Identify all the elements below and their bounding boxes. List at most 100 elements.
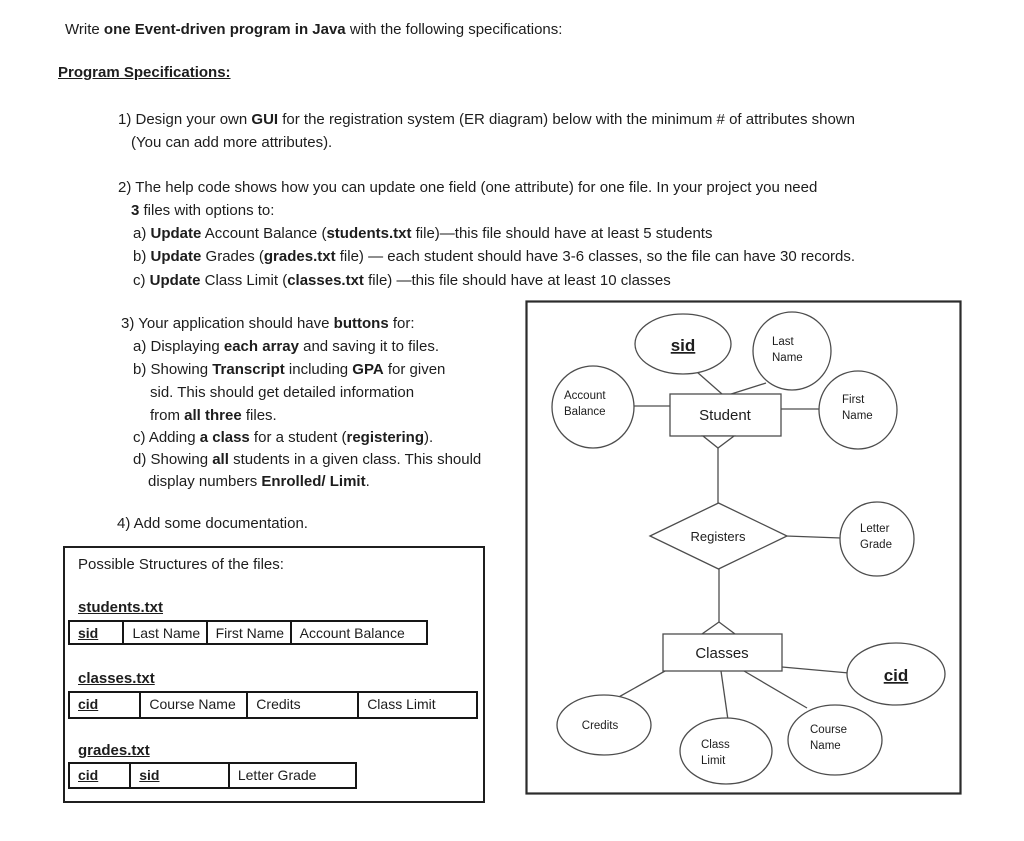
text-segment: b) Showing <box>133 361 213 378</box>
er-entity-classes-label: Classes <box>695 645 748 662</box>
text-segment: file) —this file should have at least 10… <box>363 272 671 289</box>
text-segment: buttons <box>333 315 389 332</box>
edge-lastname-student <box>727 382 767 396</box>
text-segment: including <box>284 361 353 378</box>
edge-classes-classlimit <box>720 670 729 721</box>
er-attr-course-name-label-line1: Course <box>810 724 847 736</box>
text-segment: Grades ( <box>201 248 264 265</box>
edge-registers-lettergrade <box>785 535 842 539</box>
text-segment: (You can add more attributes). <box>131 134 333 151</box>
edge-sid-student <box>696 371 723 395</box>
er-entity-student-label: Student <box>699 407 752 424</box>
er-attr-course-name-label-line2: Name <box>810 740 841 752</box>
text-segment: Program Specifications: <box>58 64 231 81</box>
classes-col-cid: cid <box>70 693 142 717</box>
er-attr-last-name-label-line2: Name <box>772 352 803 364</box>
text-segment: 3 <box>131 202 140 219</box>
er-attr-first-name-circle <box>818 370 898 450</box>
text-segment: file)—this file should have at least 5 s… <box>411 225 713 242</box>
text-segment: c) <box>133 272 150 289</box>
text-segment: each array <box>223 338 299 355</box>
er-attr-last-name-label-line1: Last <box>772 336 795 348</box>
text-segment: . <box>365 473 370 490</box>
students-col-last-name: Last Name <box>124 622 208 643</box>
text-segment: Write <box>65 21 104 38</box>
text-segment: 1) Design your own <box>118 111 252 128</box>
er-attr-first-name-label-line2: Name <box>842 410 873 422</box>
er-relationship-registers-label: Registers <box>691 529 746 544</box>
text-segment: Enrolled/ Limit <box>261 473 366 490</box>
grades-file-table: cid sid Letter Grade <box>68 762 357 789</box>
er-attr-account-balance-label-line1: Account <box>564 390 606 402</box>
text-segment: Transcript <box>212 361 285 378</box>
er-attr-cid-label: cid <box>884 666 909 685</box>
spec-item-3a: a) Displaying each array and saving it t… <box>133 337 439 357</box>
er-attr-class-limit-label-line1: Class <box>701 739 730 751</box>
program-specifications-heading: Program Specifications: <box>58 63 231 83</box>
text-segment: display numbers <box>148 473 262 490</box>
spec-item-2b: b) Update Grades (grades.txt file) — eac… <box>133 247 855 267</box>
er-diagram: sid Last Name Account Balance Student Fi… <box>525 300 962 795</box>
text-segment: Update <box>150 225 202 242</box>
spec-item-1-line-1: 1) Design your own GUI for the registrat… <box>118 110 855 130</box>
spec-item-2-line-1: 2) The help code shows how you can updat… <box>118 178 817 198</box>
text-segment: students.txt <box>326 225 412 242</box>
spec-item-4: 4) Add some documentation. <box>117 514 308 534</box>
text-segment: students in a given class. This should <box>228 451 482 468</box>
students-file-table: sid Last Name First Name Account Balance <box>68 620 428 645</box>
text-segment: all three <box>184 407 242 424</box>
text-segment: classes.txt <box>287 272 364 289</box>
text-segment: 3) Your application should have <box>121 315 334 332</box>
spec-item-2-line-2: 3 files with options to: <box>131 201 274 221</box>
edge-classes-coursename <box>743 670 808 709</box>
er-attr-letter-grade-label-line1: Letter <box>860 523 890 535</box>
file-structures-title: Possible Structures of the files: <box>78 556 284 573</box>
grades-col-letter-grade: Letter Grade <box>237 767 317 783</box>
text-segment: a) Displaying <box>133 338 224 355</box>
classes-file-table: cid Course Name Credits Class Limit <box>68 691 478 719</box>
er-attr-course-name-ellipse <box>787 704 883 776</box>
er-arrowhead-student-registers <box>701 435 736 449</box>
er-relationship-registers-diamond <box>648 502 789 570</box>
classes-col-course-name: Course Name <box>141 693 249 717</box>
spec-item-3d-line-1: d) Showing all students in a given class… <box>133 450 481 470</box>
text-segment: 4) Add some documentation. <box>117 515 308 532</box>
text-segment: c) Adding <box>133 429 200 446</box>
text-segment: a class <box>199 429 250 446</box>
file-structures-box <box>63 546 485 803</box>
er-attr-letter-grade-label-line2: Grade <box>860 539 892 551</box>
text-segment: Account Balance ( <box>201 225 327 242</box>
er-attr-credits-ellipse <box>556 694 652 756</box>
text-segment: Class Limit ( <box>200 272 288 289</box>
er-attr-letter-grade-circle <box>839 501 915 577</box>
edge-classes-credits <box>616 670 666 699</box>
students-col-first-name: First Name <box>208 622 292 643</box>
text-segment: GPA <box>352 361 384 378</box>
text-segment: registering <box>346 429 425 446</box>
text-segment: file) — each student should have 3-6 cla… <box>335 248 856 265</box>
er-attr-class-limit-ellipse <box>679 717 773 785</box>
spec-item-3c: c) Adding a class for a student (registe… <box>133 428 433 448</box>
er-entity-classes-box <box>662 633 783 672</box>
students-file-label: students.txt <box>78 599 164 616</box>
grades-file-label: grades.txt <box>78 742 150 759</box>
text-segment: for: <box>388 315 415 332</box>
students-col-sid: sid <box>70 622 125 643</box>
classes-col-class-limit: Class Limit <box>367 696 436 712</box>
spec-item-1-line-2: (You can add more attributes). <box>131 133 332 153</box>
text-segment: Update <box>149 272 201 289</box>
students-col-account-balance: Account Balance <box>299 625 405 641</box>
text-segment: Update <box>150 248 202 265</box>
text-segment: for given <box>383 361 446 378</box>
grades-col-cid: cid <box>70 764 132 787</box>
text-segment: all <box>212 451 229 468</box>
er-attr-sid-ellipse <box>634 313 732 375</box>
text-segment: and saving it to files. <box>298 338 440 355</box>
spec-item-2c: c) Update Class Limit (classes.txt file)… <box>133 271 671 291</box>
er-attr-credits-label: Credits <box>582 720 619 732</box>
text-segment: with the following specifications: <box>345 21 563 38</box>
assignment-intro-line: Write one Event-driven program in Java w… <box>65 20 562 40</box>
text-segment: ). <box>424 429 434 446</box>
er-attr-account-balance-label-line2: Balance <box>564 406 606 418</box>
